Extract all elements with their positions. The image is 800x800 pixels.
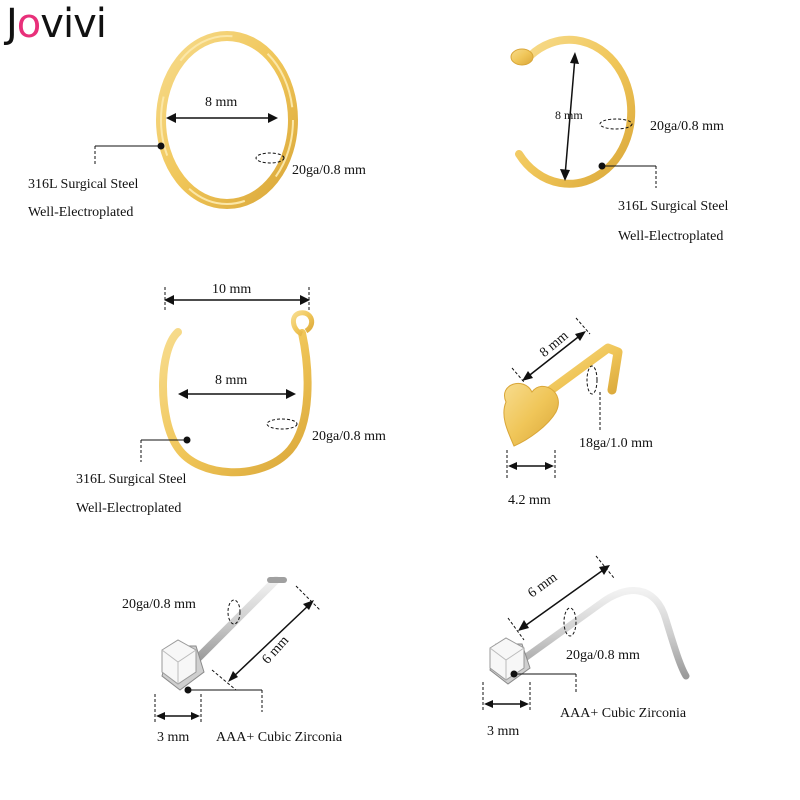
gauge-marker <box>227 599 241 625</box>
arrowhead <box>303 600 314 610</box>
hoop-ring-highlight <box>160 35 294 205</box>
material-label: 316L Surgical Steel <box>76 472 187 487</box>
product-loop-hoop: 10 mm 8 mm 20ga/0.8 mm 316L Surgical Ste… <box>76 282 386 516</box>
arrowhead <box>518 620 529 631</box>
heart-head <box>503 382 559 447</box>
arrowhead <box>268 113 278 123</box>
arrowhead <box>599 565 610 575</box>
stud-post <box>192 576 280 664</box>
dimension-tick <box>507 617 525 641</box>
finish-label: Well-Electroplated <box>618 229 723 244</box>
arrowhead <box>164 295 174 305</box>
diameter-arrow <box>564 56 576 177</box>
head-label: 3 mm <box>157 730 189 745</box>
gauge-marker <box>255 152 285 164</box>
diameter-label: 8 mm <box>215 373 247 388</box>
product-straight-cz-stud: 20ga/0.8 mm 6 mm AAA+ Cubic Zirconia 3 m… <box>122 576 343 745</box>
gauge-marker <box>563 607 577 637</box>
dimension-tick <box>295 585 321 611</box>
brand-logo: Jovivi <box>6 1 107 47</box>
head-label: 4.2 mm <box>508 493 551 508</box>
product-open-hoop: 8 mm 20ga/0.8 mm 316L Surgical Steel Wel… <box>28 31 366 220</box>
ball-end <box>510 48 534 66</box>
length-arrow <box>231 603 311 679</box>
loop-hoop-ring <box>159 328 312 477</box>
arrowhead <box>545 462 554 470</box>
brand-logo-part3: vivi <box>40 1 107 47</box>
product-heart-stud: 8 mm 18ga/1.0 mm 4.2 mm <box>503 317 653 508</box>
arrowhead <box>300 295 310 305</box>
c-ring <box>515 35 636 188</box>
material-label: 316L Surgical Steel <box>28 177 139 192</box>
length-arrow <box>521 567 607 629</box>
product-screw-cz-stud: 6 mm 20ga/0.8 mm AAA+ Cubic Zirconia 3 m… <box>482 555 690 739</box>
arrowhead <box>166 113 176 123</box>
dimension-tick <box>511 367 525 383</box>
arrowhead <box>560 169 570 181</box>
gauge-label: 20ga/0.8 mm <box>650 119 724 134</box>
arrowhead <box>508 462 517 470</box>
arrowhead <box>178 389 188 399</box>
gauge-label: 20ga/0.8 mm <box>122 597 196 612</box>
length-arrow <box>525 333 583 379</box>
gauge-marker <box>599 118 633 130</box>
material-label: 316L Surgical Steel <box>618 199 729 214</box>
arrowhead <box>522 371 533 381</box>
dimension-tick <box>211 669 237 691</box>
arrowhead <box>520 700 529 708</box>
diameter-label: 8 mm <box>205 95 237 110</box>
screw-post <box>518 587 690 680</box>
stone-label: AAA+ Cubic Zirconia <box>560 706 687 721</box>
finish-label: Well-Electroplated <box>76 501 181 516</box>
arrowhead <box>570 52 579 64</box>
gauge-marker <box>586 365 598 395</box>
arrowhead <box>191 712 200 720</box>
product-c-shape-ring: 8 mm 20ga/0.8 mm 316L Surgical Steel Wel… <box>510 35 729 244</box>
length-label: 6 mm <box>525 570 560 601</box>
gauge-label: 18ga/1.0 mm <box>579 436 653 451</box>
loop-end <box>291 310 315 337</box>
brand-logo-part1: J <box>6 1 18 47</box>
gauge-label: 20ga/0.8 mm <box>312 429 386 444</box>
l-shape-post <box>535 343 623 403</box>
arrowhead <box>228 671 238 682</box>
diameter-label: 8 mm <box>555 108 583 122</box>
dimension-tick <box>575 317 591 335</box>
arrowhead <box>484 700 493 708</box>
gauge-label: 20ga/0.8 mm <box>566 648 640 663</box>
head-label: 3 mm <box>487 724 519 739</box>
arrowhead <box>156 712 165 720</box>
width-label: 10 mm <box>212 282 251 297</box>
gauge-label: 20ga/0.8 mm <box>292 163 366 178</box>
stone-label: AAA+ Cubic Zirconia <box>216 730 343 745</box>
cz-stone <box>161 639 197 685</box>
gauge-marker <box>266 418 298 430</box>
finish-label: Well-Electroplated <box>28 205 133 220</box>
brand-logo-part2: o <box>16 1 42 47</box>
arrowhead <box>575 331 586 341</box>
length-label: 6 mm <box>259 633 292 667</box>
arrowhead <box>286 389 296 399</box>
